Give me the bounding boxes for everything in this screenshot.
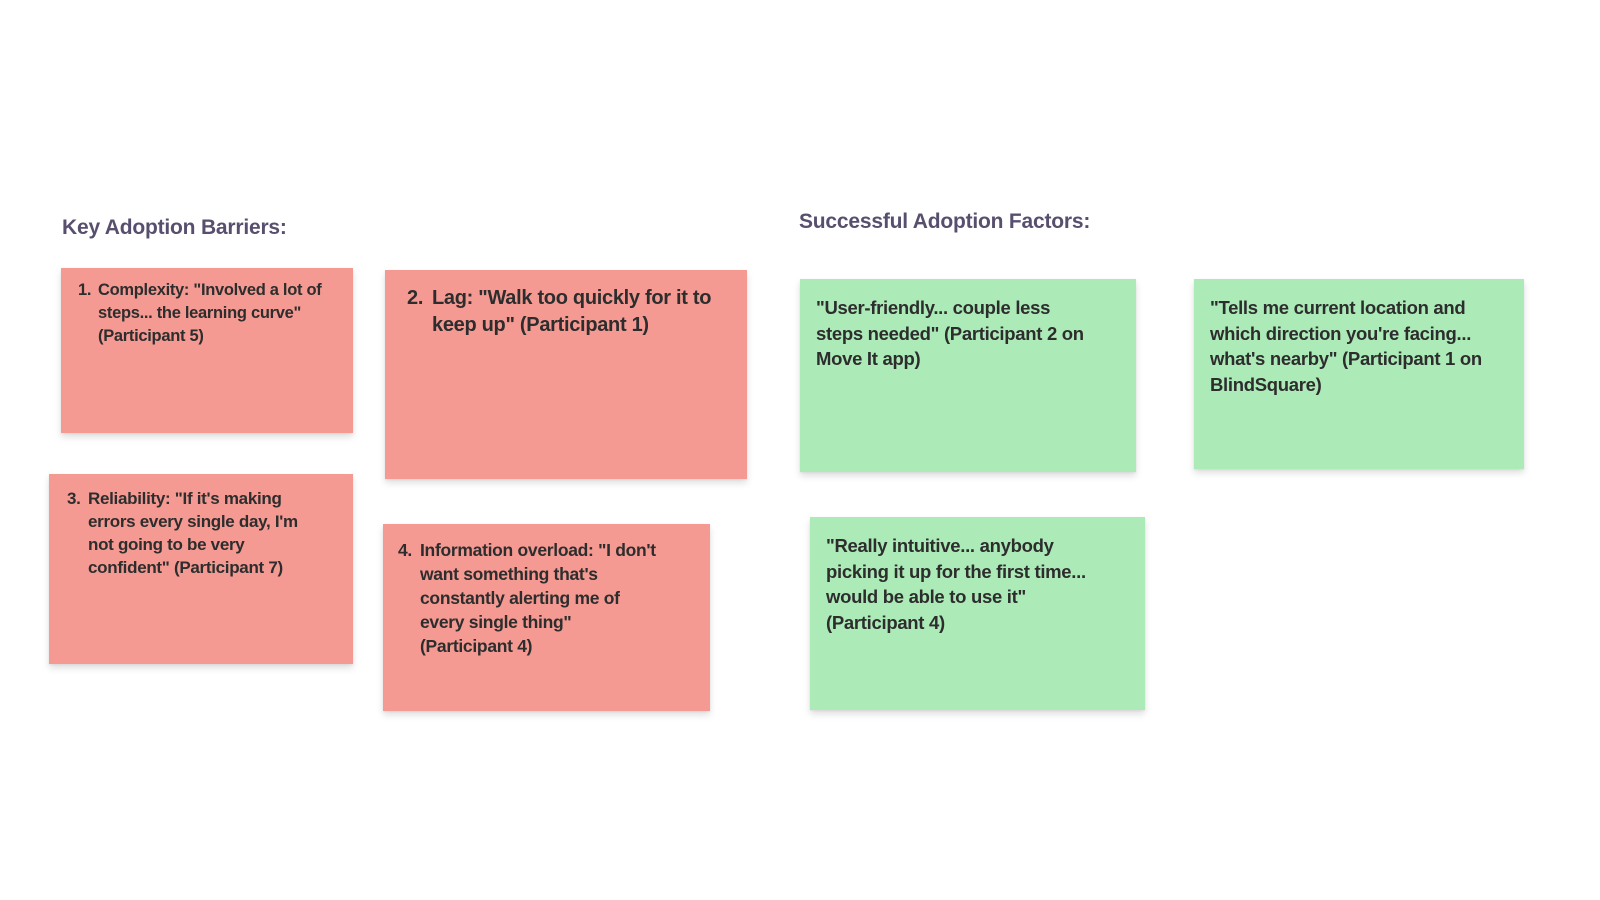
list-number: 2. [407, 287, 424, 309]
sticky-note-text: Lag: "Walk too quickly for it to keep up… [432, 287, 712, 336]
section-title-factors[interactable]: Successful Adoption Factors: [799, 210, 1091, 233]
sticky-note-barrier-2[interactable]: 2. Lag: "Walk too quickly for it to keep… [385, 270, 747, 479]
sticky-note-barrier-4[interactable]: 4. Information overload: "I don't want s… [383, 524, 710, 711]
sticky-note-factor-1[interactable]: "User-friendly... couple less steps need… [800, 279, 1136, 472]
list-number: 4. [398, 540, 412, 560]
sticky-note-factor-2[interactable]: "Tells me current location and which dir… [1194, 279, 1524, 469]
sticky-note-text: "Really intuitive... anybody picking it … [826, 535, 1086, 633]
list-number: 3. [67, 489, 81, 508]
sticky-note-text: "Tells me current location and which dir… [1210, 297, 1482, 395]
sticky-note-barrier-1[interactable]: 1. Complexity: "Involved a lot of steps.… [61, 268, 353, 433]
sticky-note-text: "User-friendly... couple less steps need… [816, 297, 1084, 369]
sticky-note-barrier-3[interactable]: 3. Reliability: "If it's making errors e… [49, 474, 353, 664]
sticky-note-text: Information overload: "I don't want some… [420, 540, 656, 656]
section-title-barriers[interactable]: Key Adoption Barriers: [62, 216, 287, 239]
sticky-note-text: Reliability: "If it's making errors ever… [88, 489, 298, 577]
sticky-note-text: Complexity: "Involved a lot of steps... … [98, 281, 322, 345]
sticky-note-factor-3[interactable]: "Really intuitive... anybody picking it … [810, 517, 1145, 710]
list-number: 1. [78, 281, 92, 299]
